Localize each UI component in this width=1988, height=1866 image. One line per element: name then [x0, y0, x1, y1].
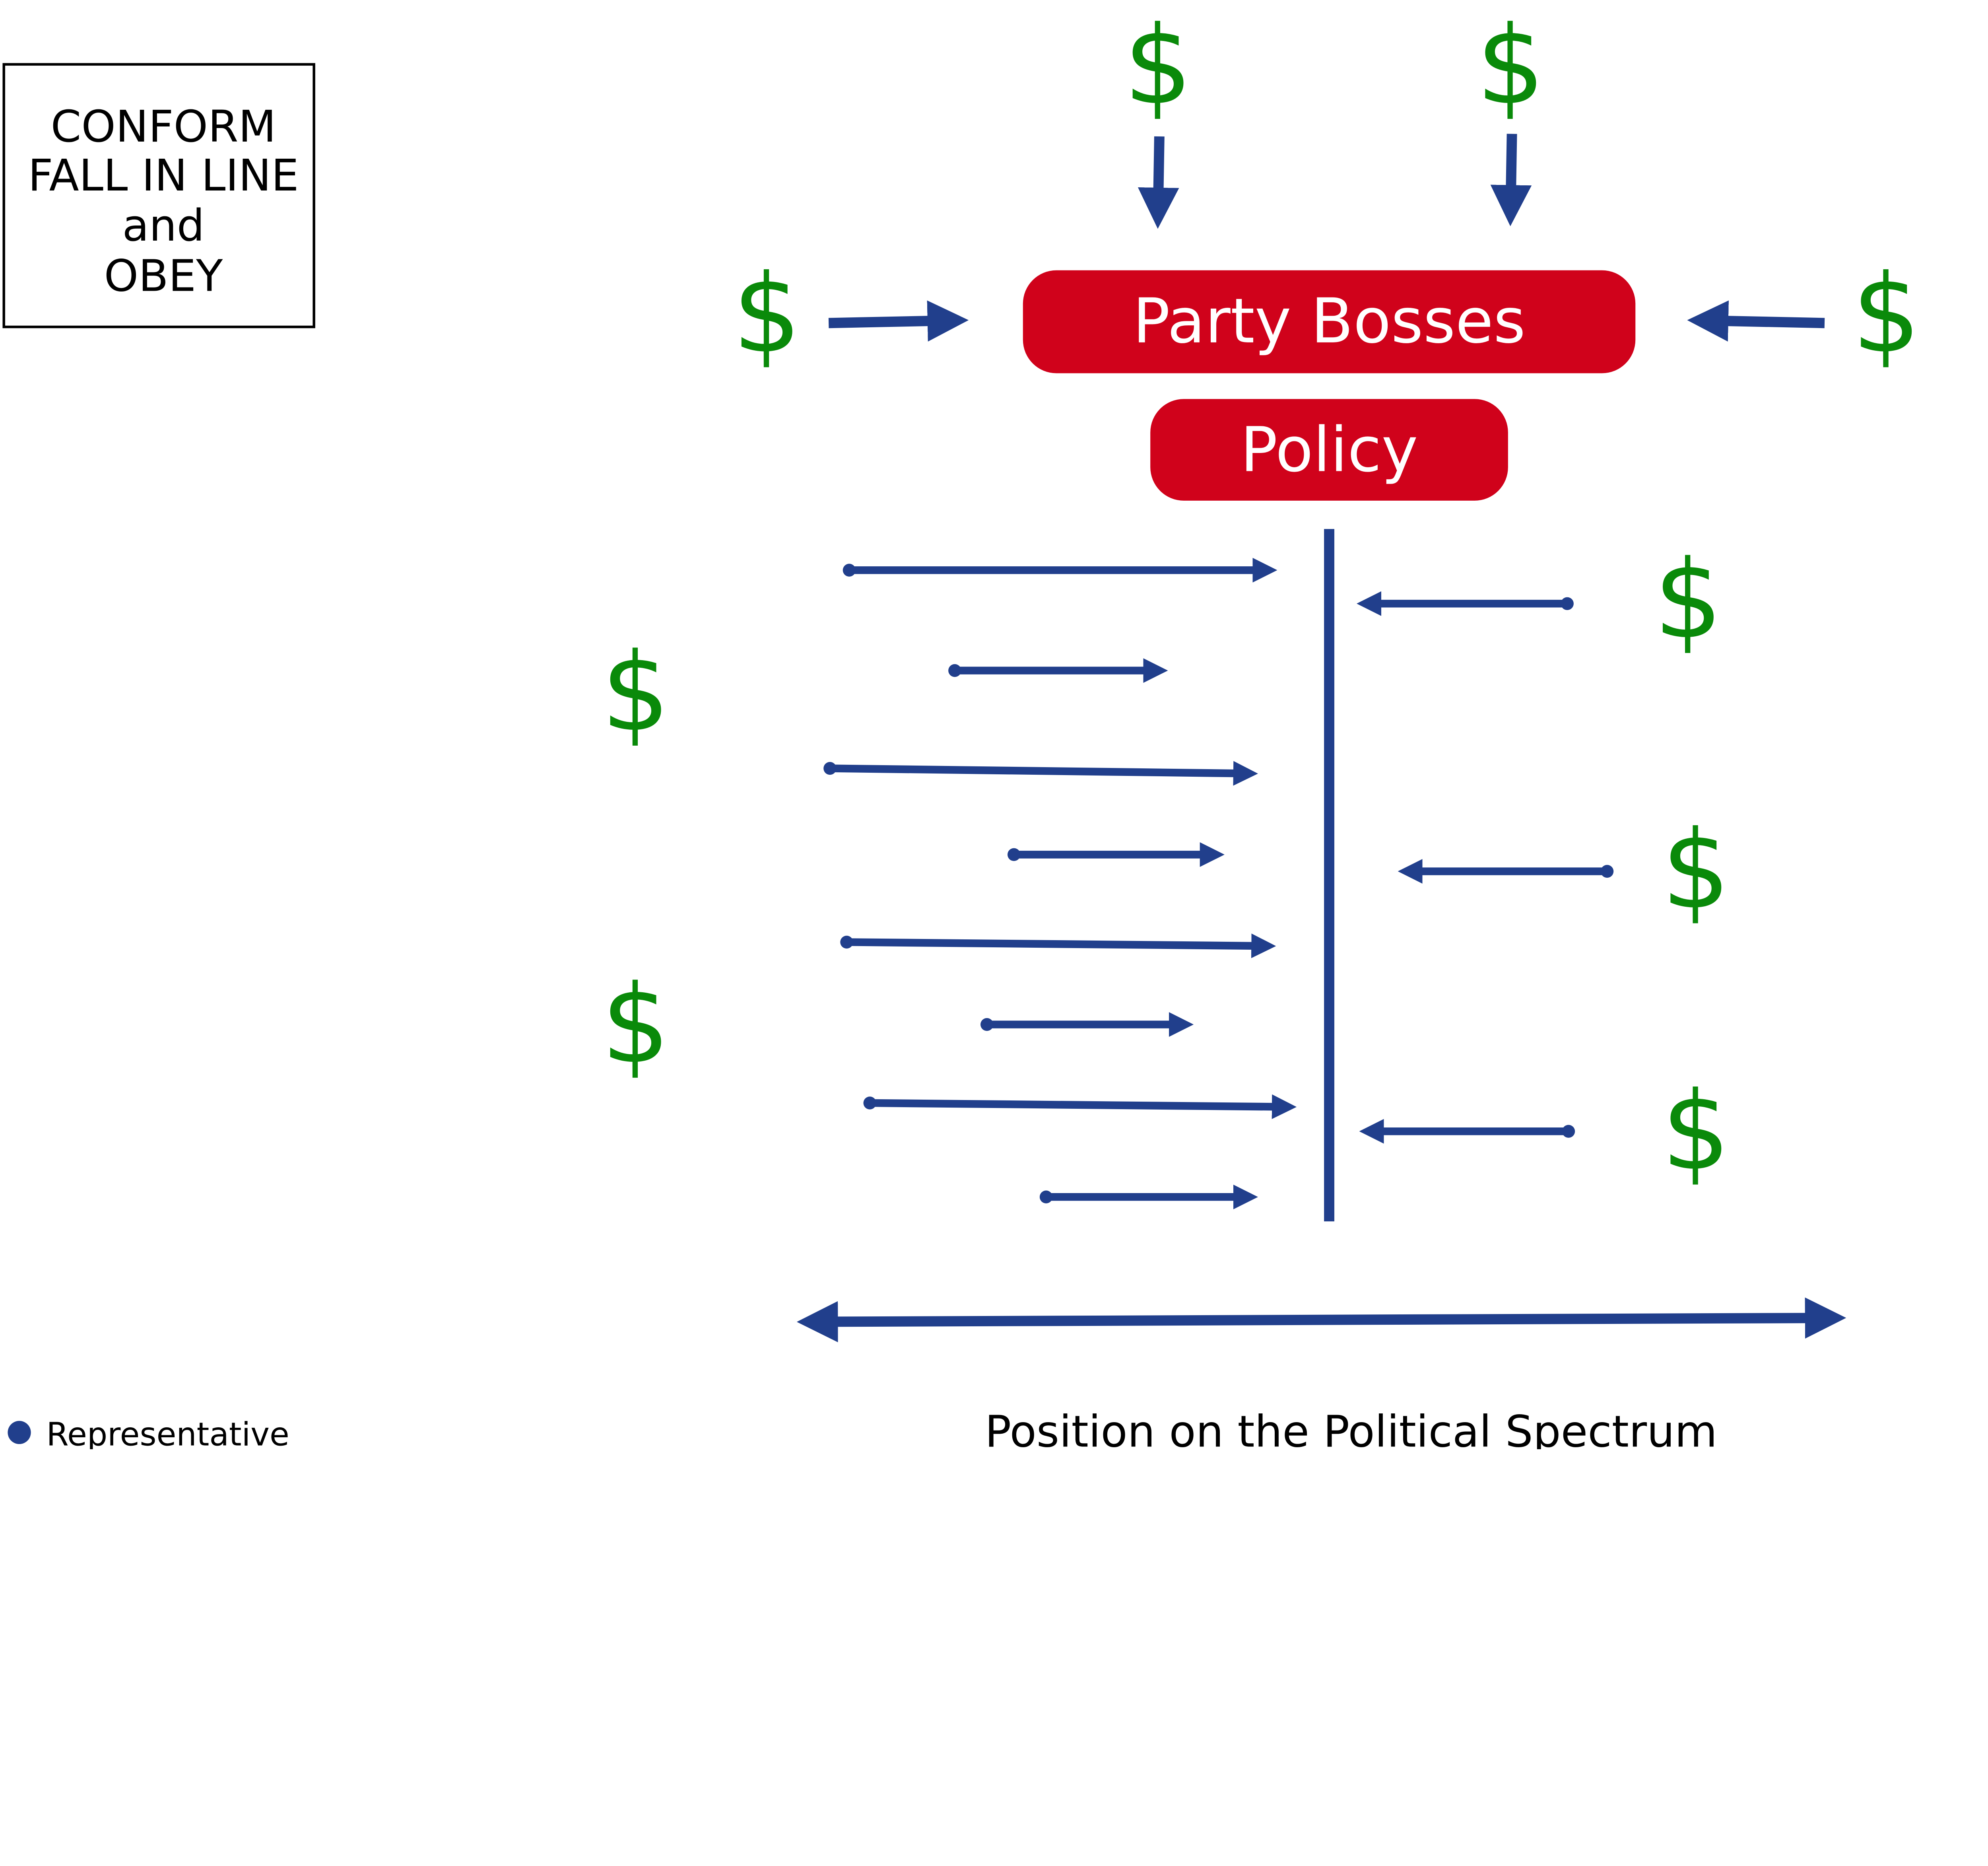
representative-dot-icon — [980, 1018, 994, 1031]
dollar-icon: $ — [1662, 808, 1730, 933]
party-bosses-box: Party Bosses — [1023, 270, 1636, 373]
policy-label: Policy — [1241, 414, 1418, 486]
money-arrow — [1490, 134, 1532, 226]
representative-dot-icon — [8, 1421, 31, 1444]
money-arrow — [1687, 300, 1825, 342]
representative-arrow — [846, 933, 1276, 958]
representative-dot-icon — [843, 564, 856, 577]
notice-line: and — [122, 200, 205, 251]
representative-arrow — [830, 761, 1258, 786]
party-bosses-label: Party Bosses — [1133, 285, 1526, 357]
legend-label: Representative — [47, 1416, 289, 1449]
dollar-icon: $ — [601, 962, 670, 1088]
notice-line: OBEY — [104, 250, 223, 301]
dollar-icon: $ — [1654, 537, 1722, 663]
dollar-icon: $ — [732, 251, 801, 377]
dollar-icon: $ — [1124, 3, 1192, 129]
dollar-icon: $ — [601, 630, 670, 756]
representative-arrow — [870, 1094, 1297, 1119]
money-arrow — [828, 300, 969, 342]
representative-dot-icon — [840, 935, 853, 949]
dollar-icon: $ — [1852, 251, 1921, 377]
dollar-group: $ $ $ $ $ $ $ $ $ — [601, 3, 1921, 1195]
representative-dot-icon — [1039, 1190, 1053, 1203]
dollar-icon: $ — [1662, 1069, 1730, 1195]
notice-line: CONFORM — [51, 101, 276, 152]
arrow-group — [823, 134, 1825, 1209]
legend: Representative — [8, 1416, 289, 1449]
dollar-icon: $ — [1476, 3, 1545, 129]
representative-dot-icon — [863, 1096, 876, 1110]
notice-line: FALL IN LINE — [28, 150, 299, 201]
diagram-canvas: CONFORM FALL IN LINE and OBEY Party Boss… — [2, 3, 1921, 1449]
representative-dot-icon — [823, 762, 837, 775]
spectrum-axis-arrow — [796, 1297, 1846, 1343]
policy-box: Policy — [1150, 399, 1508, 501]
representative-dot-icon — [1561, 597, 1574, 610]
notice-box: CONFORM FALL IN LINE and OBEY — [2, 63, 315, 328]
money-arrow — [1138, 136, 1179, 229]
representative-dot-icon — [1600, 865, 1614, 878]
representative-dot-icon — [948, 664, 961, 677]
representative-dot-icon — [1562, 1125, 1575, 1138]
axis-label: Position on the Political Spectrum — [985, 1406, 1717, 1449]
representative-dot-icon — [1007, 848, 1021, 861]
